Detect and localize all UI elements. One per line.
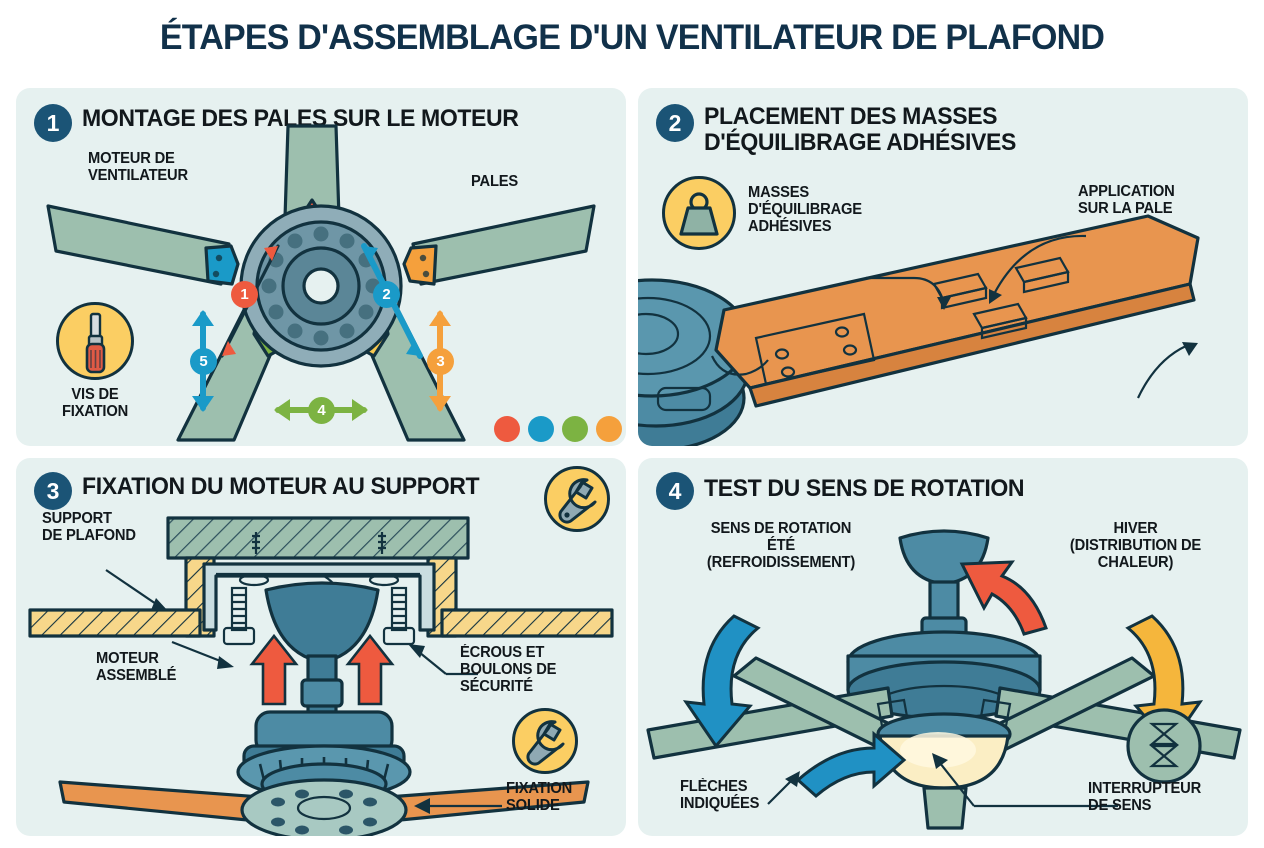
light-globe bbox=[876, 712, 1012, 790]
arrow-number-4: 4 bbox=[308, 397, 335, 424]
label-secure-fixing: FIXATION SOLIDE bbox=[506, 780, 573, 815]
upward-force-arrow-left bbox=[249, 633, 299, 706]
panel-step-4: 4 TEST DU SENS DE ROTATION bbox=[638, 458, 1248, 836]
swatch-orange bbox=[596, 416, 622, 442]
step-badge-2: 2 bbox=[656, 104, 694, 142]
leader-motor bbox=[171, 640, 234, 669]
panel-step-1: 1 MONTAGE DES PALES SUR LE MOTEUR bbox=[16, 88, 626, 446]
label-application-blade: APPLICATION SUR LA PALE bbox=[1078, 183, 1175, 218]
label-assembled-motor: MOTEUR ASSEMBLÉ bbox=[96, 650, 177, 685]
summer-rotation-arrow bbox=[682, 614, 761, 749]
panel-1-illustration bbox=[46, 124, 596, 442]
fan-blade-left bbox=[46, 204, 240, 286]
label-balance-weights: MASSES D'ÉQUILIBRAGE ADHÉSIVES bbox=[748, 184, 862, 236]
label-indicated-arrows: FLÈCHES INDIQUÉES bbox=[680, 778, 760, 813]
arrow-number-5: 5 bbox=[190, 348, 217, 375]
page-title: ÉTAPES D'ASSEMBLAGE D'UN VENTILATEUR DE … bbox=[159, 18, 1105, 57]
panel-4-illustration bbox=[646, 529, 1242, 830]
label-winter-rotation: HIVER (DISTRIBUTION DE CHALEUR) bbox=[1069, 520, 1202, 572]
leader-bracket bbox=[105, 569, 168, 611]
fan-blade-right bbox=[402, 204, 596, 286]
bolt-left bbox=[222, 586, 256, 646]
leader-arrows-label bbox=[767, 771, 800, 805]
weight-icon bbox=[662, 176, 736, 250]
color-code-swatches bbox=[494, 416, 622, 442]
wrench-icon-secondary bbox=[512, 708, 578, 774]
winter-heat-arrow-red bbox=[959, 560, 1048, 636]
leader-switch-label bbox=[932, 753, 1118, 808]
balance-weight-2 bbox=[1014, 256, 1070, 294]
leader-secure bbox=[414, 798, 502, 814]
leader-arrow-application bbox=[989, 234, 1087, 304]
label-reverse-switch: INTERRUPTEUR DE SENS bbox=[1088, 780, 1202, 815]
wrench-icon bbox=[544, 466, 610, 532]
label-blades: PALES bbox=[471, 173, 519, 190]
step-badge-1: 1 bbox=[34, 104, 72, 142]
label-fan-motor: MOTEUR DE VENTILATEUR bbox=[88, 150, 188, 185]
leader-nuts bbox=[408, 644, 478, 676]
panel-3-illustration bbox=[28, 516, 614, 836]
panel-step-3: 3 FIXATION DU MOTEUR AU SUPPORT bbox=[16, 458, 626, 836]
indicated-arrow-small bbox=[795, 730, 907, 798]
balance-weight-3 bbox=[972, 302, 1028, 340]
fan-motor-hub bbox=[239, 204, 403, 368]
arrow-number-2: 2 bbox=[373, 281, 400, 308]
leader-arrow-correction bbox=[1137, 342, 1198, 399]
panel-step-2: 2 PLACEMENT DES MASSES D'ÉQUILIBRAGE ADH… bbox=[638, 88, 1248, 446]
step-badge-4: 4 bbox=[656, 472, 694, 510]
swatch-blue bbox=[528, 416, 554, 442]
upward-force-arrow-right bbox=[345, 633, 395, 706]
panel-2-title: PLACEMENT DES MASSES D'ÉQUILIBRAGE ADHÉS… bbox=[704, 103, 1016, 156]
leader-arrow-weights bbox=[866, 276, 951, 310]
reverse-switch bbox=[1126, 708, 1202, 784]
pull-chain-housing bbox=[922, 786, 968, 830]
panel-3-title: FIXATION DU MOTEUR AU SUPPORT bbox=[82, 473, 480, 500]
panel-2-illustration bbox=[638, 214, 1200, 446]
label-summer-rotation: SENS DE ROTATION ÉTÉ (REFROIDISSEMENT) bbox=[706, 520, 856, 572]
screwdriver-icon bbox=[56, 302, 134, 380]
flywheel bbox=[240, 778, 408, 836]
label-fixing-screws: VIS DE FIXATION bbox=[61, 386, 129, 421]
step-badge-3: 3 bbox=[34, 472, 72, 510]
label-nuts-bolts: ÉCROUS ET BOULONS DE SÉCURITÉ bbox=[460, 644, 557, 696]
arrow-number-1: 1 bbox=[231, 281, 258, 308]
swatch-green bbox=[562, 416, 588, 442]
fan-blade-orange bbox=[710, 214, 1200, 408]
label-ceiling-bracket: SUPPORT DE PLAFOND bbox=[42, 510, 136, 545]
panel-4-title: TEST DU SENS DE ROTATION bbox=[704, 475, 1025, 502]
swatch-red bbox=[494, 416, 520, 442]
arrow-number-3: 3 bbox=[427, 348, 454, 375]
bolt-right bbox=[382, 586, 416, 646]
